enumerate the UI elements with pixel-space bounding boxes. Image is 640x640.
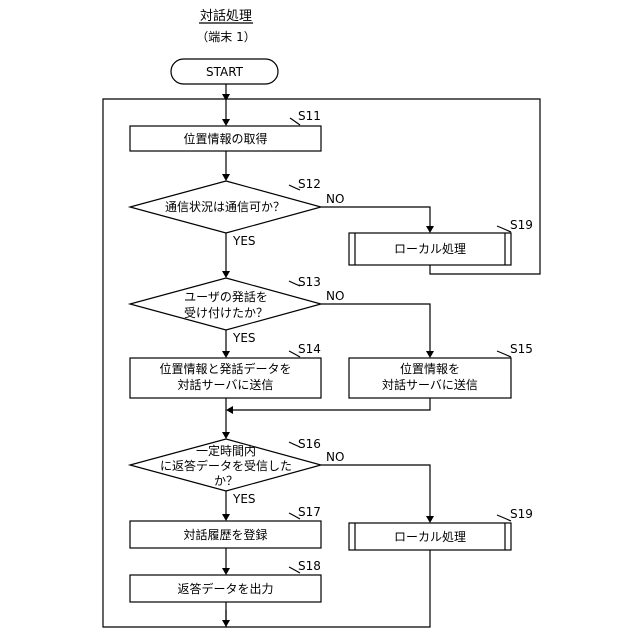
step-s16-text-3: か？ (214, 474, 238, 488)
step-s15-text-1: 位置情報を (400, 361, 460, 376)
arrowhead (222, 432, 230, 439)
arrowhead (222, 351, 230, 358)
arrowhead (222, 514, 230, 521)
step-s18-text: 返答データを出力 (177, 581, 273, 596)
leader-line (497, 226, 511, 232)
arrowhead (222, 174, 230, 181)
s16-no-label: NO (326, 450, 344, 464)
step-s16-id: S16 (298, 437, 321, 451)
step-s17-id: S17 (298, 505, 321, 519)
leader-line (497, 515, 511, 521)
arrowhead (426, 351, 434, 358)
connector (321, 465, 430, 516)
step-s13-text-2: 受け付けたか？ (184, 306, 268, 320)
s13-yes-label: YES (232, 331, 256, 345)
s12-yes-label: YES (232, 234, 256, 248)
step-s12-id: S12 (298, 177, 321, 191)
step-s19b-text: ローカル処理 (394, 530, 466, 544)
arrowhead (222, 620, 230, 627)
connector (233, 398, 430, 410)
connector (321, 207, 430, 226)
step-s12-text: 通信状況は通信可か？ (165, 199, 285, 214)
step-s11-id: S11 (298, 109, 321, 123)
step-s13-text-1: ユーザの発話を (184, 289, 268, 304)
step-s19a-id: S19 (510, 218, 533, 232)
step-s17-text: 対話履歴を登録 (183, 527, 267, 542)
leader-line (497, 351, 511, 357)
arrowhead (426, 516, 434, 523)
arrowhead (222, 119, 230, 126)
s12-no-label: NO (326, 192, 344, 206)
step-s16-text-2: に返答データを受信した (160, 458, 292, 473)
step-s14-text-2: 対話サーバに送信 (178, 377, 274, 392)
step-s15-id: S15 (510, 342, 533, 356)
start-label: START (206, 65, 244, 79)
step-s16-text-1: 一定時間内 (196, 443, 256, 458)
step-s19a-text: ローカル処理 (394, 242, 466, 256)
step-s14-text-1: 位置情報と発話データを (159, 361, 291, 376)
s13-no-label: NO (326, 289, 344, 303)
subtitle: （端末 1） (196, 30, 255, 44)
step-s11-text: 位置情報の取得 (183, 131, 267, 146)
step-s19b-id: S19 (510, 507, 533, 521)
step-s18-id: S18 (298, 559, 321, 573)
s16-yes-label: YES (232, 492, 256, 506)
arrowhead (222, 271, 230, 278)
connector (321, 304, 430, 351)
title: 対話処理 (200, 8, 252, 24)
step-s13-decision (130, 278, 321, 330)
step-s14-id: S14 (298, 342, 321, 356)
step-s13-id: S13 (298, 275, 321, 289)
arrowhead (426, 226, 434, 233)
arrowhead (222, 568, 230, 575)
step-s15-text-2: 対話サーバに送信 (382, 377, 478, 392)
arrowhead (226, 406, 233, 414)
